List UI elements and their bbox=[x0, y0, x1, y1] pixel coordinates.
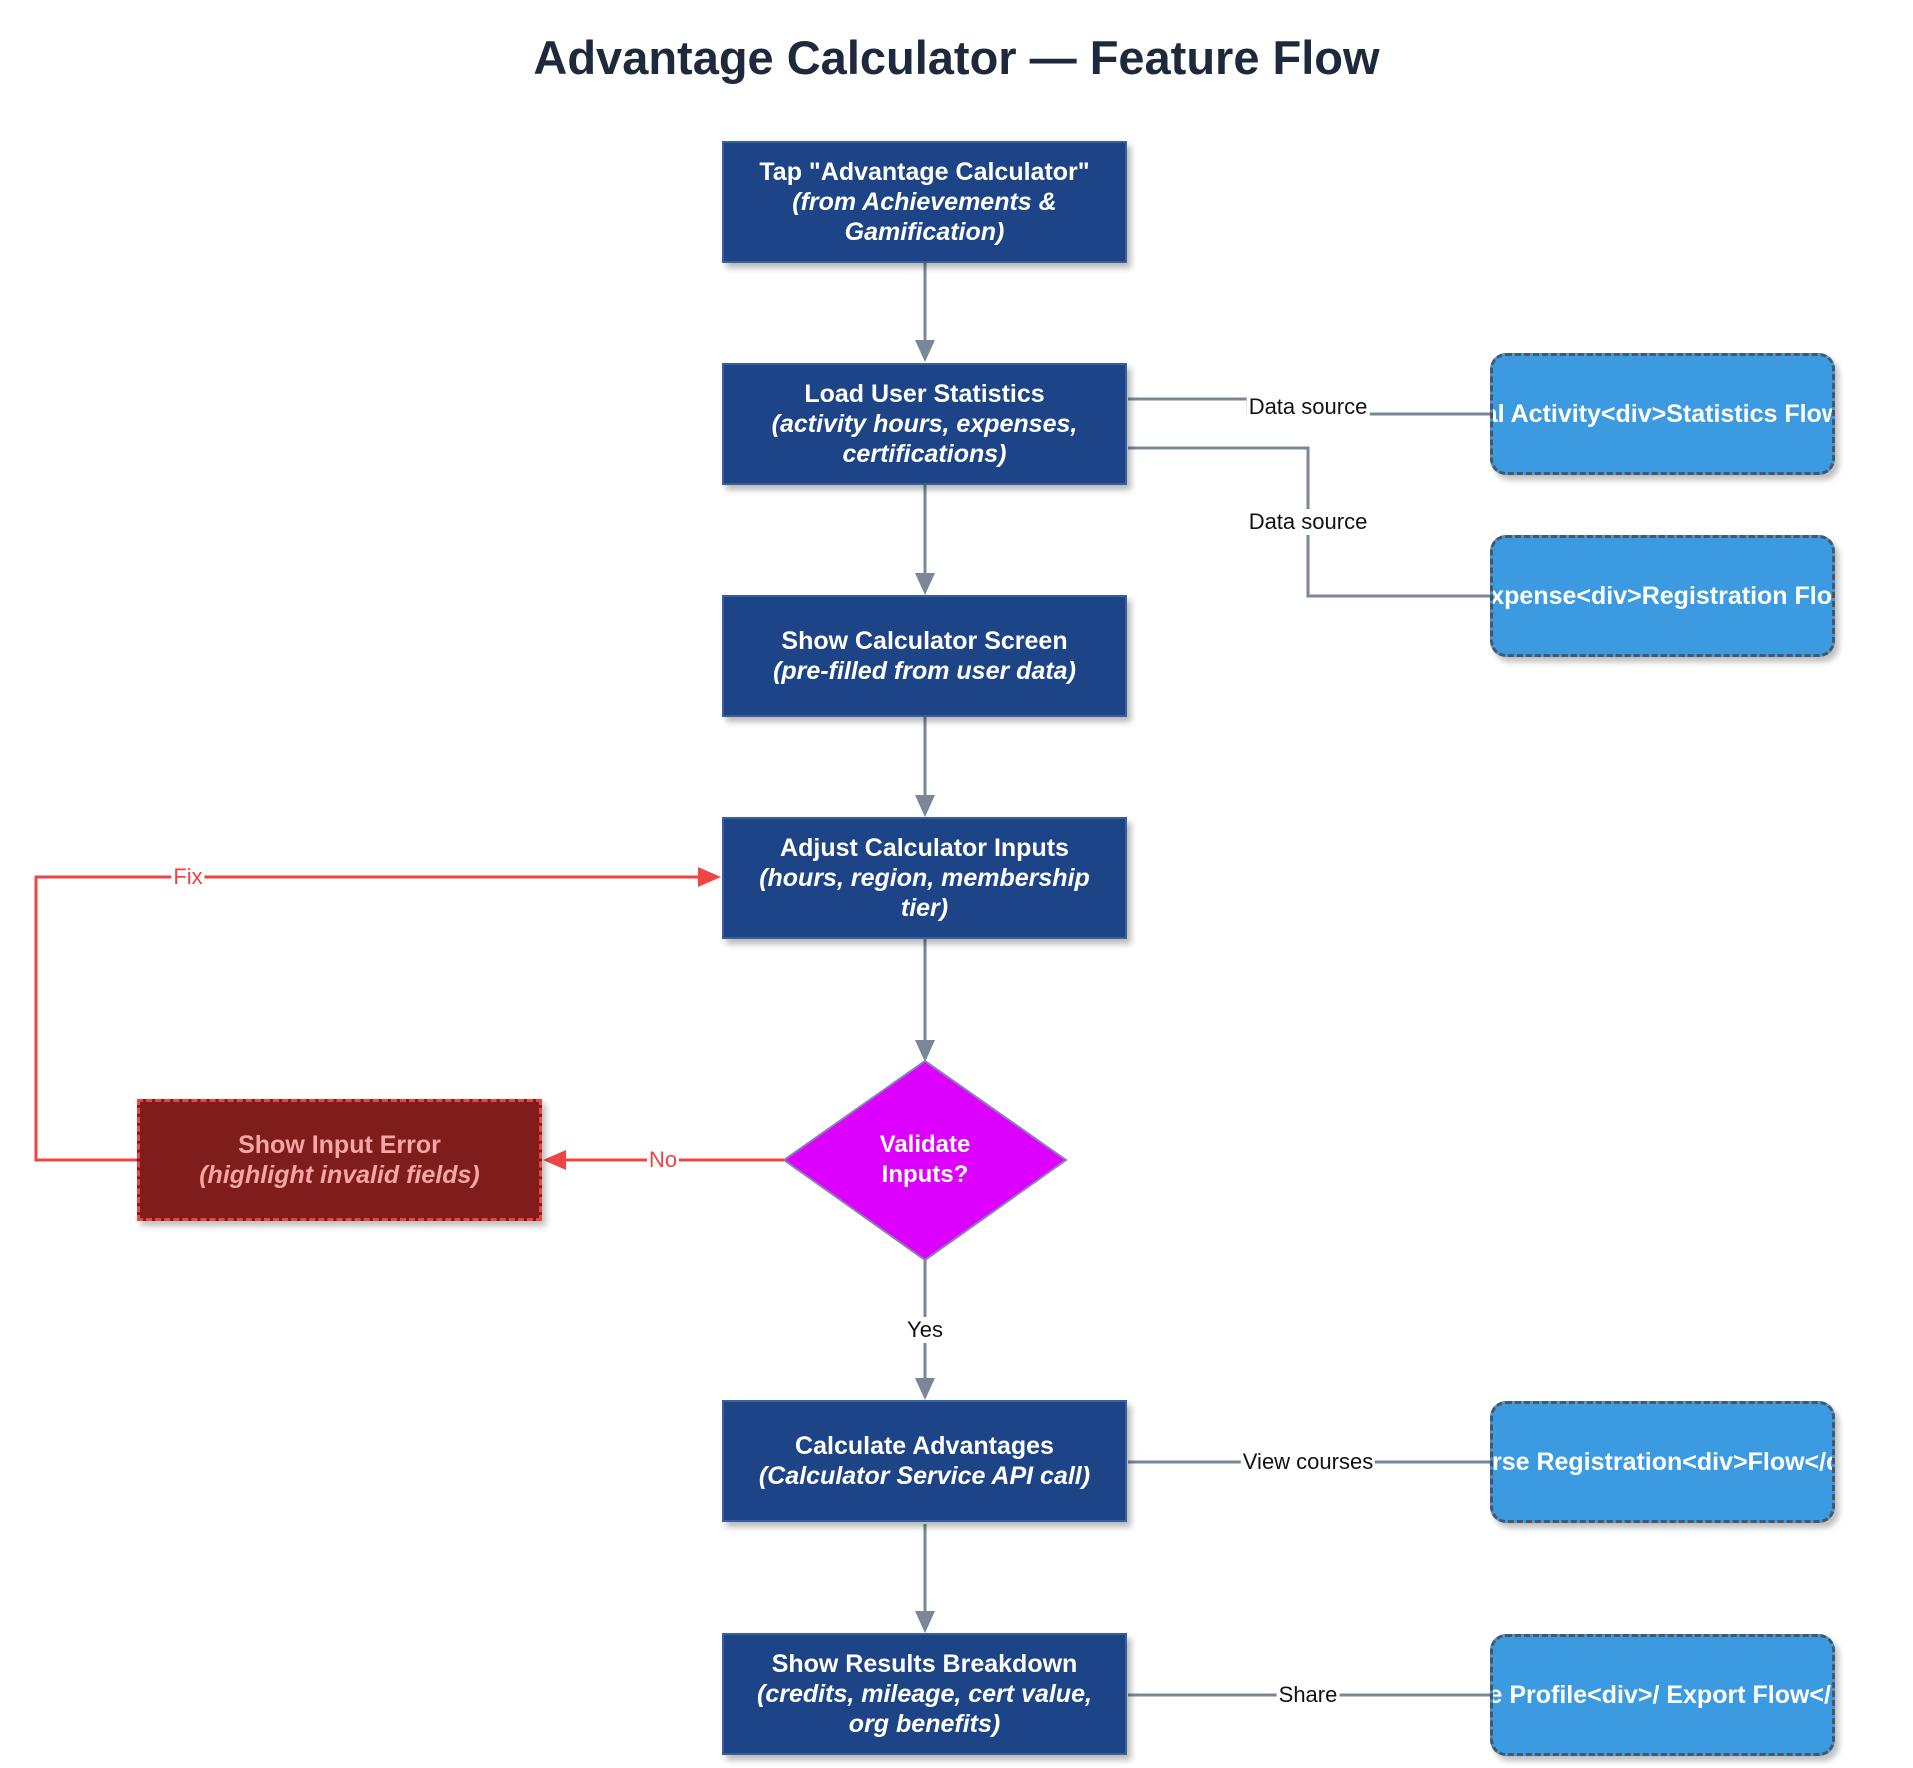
arrowhead bbox=[915, 573, 935, 595]
arrowhead bbox=[915, 1611, 935, 1633]
external-course-label: urse Registration<div>Flow</di bbox=[1490, 1448, 1835, 1476]
node-tap-main: Tap "Advantage Calculator" bbox=[759, 158, 1090, 186]
node-tap-sub: (from Achievements & Gamification) bbox=[792, 188, 1057, 246]
node-load-sub: (activity hours, expenses, certification… bbox=[771, 410, 1078, 468]
node-results-sub: (credits, mileage, cert value, org benef… bbox=[757, 1680, 1092, 1738]
node-show-calc-sub: (pre-filled from user data) bbox=[773, 657, 1076, 685]
validate-diamond bbox=[782, 1059, 1068, 1262]
node-adjust-calculator-inputs[interactable]: Adjust Calculator Inputs (hours, region,… bbox=[722, 817, 1127, 939]
node-show-calc-main: Show Calculator Screen bbox=[781, 627, 1068, 655]
node-validate-label: Validate Inputs? bbox=[879, 1131, 971, 1188]
external-expense-registration-flow[interactable]: Expense<div>Registration Flow bbox=[1490, 535, 1835, 657]
node-calculate-main: Calculate Advantages bbox=[795, 1432, 1054, 1460]
edge-label-data-source-1: Data source bbox=[1246, 394, 1370, 420]
edge-label-fix: Fix bbox=[171, 864, 205, 890]
external-activity-label: al Activity<div>Statistics Flow bbox=[1490, 400, 1835, 428]
node-tap-advantage-calculator[interactable]: Tap "Advantage Calculator" (from Achieve… bbox=[722, 141, 1127, 263]
node-calculate-advantages[interactable]: Calculate Advantages (Calculator Service… bbox=[722, 1400, 1127, 1522]
external-profile-export-flow[interactable]: re Profile<div>/ Export Flow</d bbox=[1490, 1634, 1835, 1756]
edge-label-share: Share bbox=[1276, 1682, 1340, 1708]
edge-label-no: No bbox=[646, 1147, 680, 1173]
node-results-main: Show Results Breakdown bbox=[771, 1650, 1078, 1678]
arrowhead bbox=[698, 867, 721, 887]
edge-label-view-courses: View courses bbox=[1240, 1449, 1376, 1475]
node-error-main: Show Input Error bbox=[238, 1131, 441, 1159]
arrowhead bbox=[915, 1040, 935, 1062]
node-validate-inputs[interactable]: Validate Inputs? bbox=[845, 1130, 1005, 1190]
arrowhead bbox=[543, 1150, 566, 1170]
external-profile-label: re Profile<div>/ Export Flow</d bbox=[1490, 1681, 1835, 1709]
edge-label-data-source-2: Data source bbox=[1246, 509, 1370, 535]
diagram-title: Advantage Calculator — Feature Flow bbox=[533, 31, 1380, 84]
arrowhead bbox=[915, 1378, 935, 1400]
node-show-calculator-screen[interactable]: Show Calculator Screen (pre-filled from … bbox=[722, 595, 1127, 717]
external-course-registration-flow[interactable]: urse Registration<div>Flow</di bbox=[1490, 1401, 1835, 1523]
edge-error-fix bbox=[34, 875, 708, 1162]
node-show-results-breakdown[interactable]: Show Results Breakdown (credits, mileage… bbox=[722, 1633, 1127, 1755]
edge-label-yes: Yes bbox=[905, 1317, 945, 1343]
external-expense-label: Expense<div>Registration Flow bbox=[1490, 582, 1835, 610]
node-load-main: Load User Statistics bbox=[804, 380, 1045, 408]
arrowhead bbox=[915, 340, 935, 362]
node-show-input-error[interactable]: Show Input Error (highlight invalid fiel… bbox=[137, 1099, 542, 1221]
arrowhead bbox=[915, 795, 935, 817]
node-error-sub: (highlight invalid fields) bbox=[199, 1161, 480, 1189]
node-adjust-main: Adjust Calculator Inputs bbox=[780, 834, 1069, 862]
node-load-user-statistics[interactable]: Load User Statistics (activity hours, ex… bbox=[722, 363, 1127, 485]
node-adjust-sub: (hours, region, membership tier) bbox=[759, 864, 1090, 922]
external-activity-statistics-flow[interactable]: al Activity<div>Statistics Flow bbox=[1490, 353, 1835, 475]
node-calculate-sub: (Calculator Service API call) bbox=[758, 1462, 1091, 1490]
